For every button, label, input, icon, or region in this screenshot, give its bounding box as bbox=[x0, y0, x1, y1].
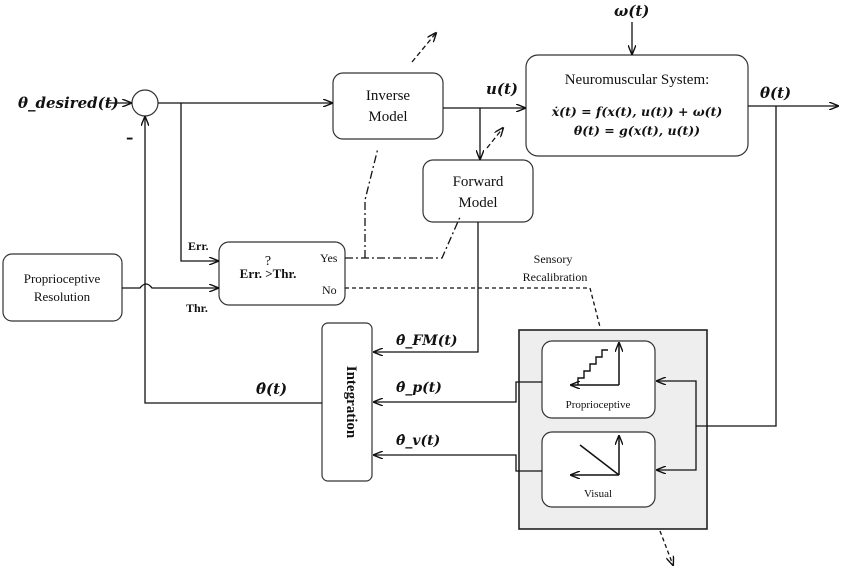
neuromuscular-system-block: Neuromuscular System: ẋ(t) = f(x(t), u(t… bbox=[525, 54, 749, 157]
proprioceptive-resolution-block: Proprioceptive Resolution bbox=[2, 253, 123, 322]
sensory-recalibration-label-1: Sensory bbox=[534, 252, 573, 266]
svg-text:Err. >Thr.: Err. >Thr. bbox=[240, 266, 297, 281]
svg-text:No: No bbox=[322, 283, 337, 297]
err-thr-comparator-block: ? Err. >Thr. Yes No bbox=[218, 241, 346, 306]
svg-text:Neuromuscular System:: Neuromuscular System: bbox=[565, 72, 710, 88]
sensory-recalibration-label-2: Recalibration bbox=[523, 270, 588, 284]
err-label: Err. bbox=[188, 239, 209, 253]
inverse-model-block: Inverse Model bbox=[332, 72, 444, 140]
theta-fm-label: θ̂_FM(t) bbox=[396, 333, 458, 349]
svg-text:Model: Model bbox=[458, 195, 497, 211]
connections bbox=[106, 22, 838, 565]
svg-text:θ(t) = g(x(t), u(t)): θ(t) = g(x(t), u(t)) bbox=[574, 123, 700, 138]
svg-text:Proprioceptive: Proprioceptive bbox=[566, 399, 631, 411]
comparator-circle bbox=[131, 89, 159, 117]
theta-hat-label: θ̂(t) bbox=[256, 380, 287, 398]
svg-text:Inverse: Inverse bbox=[366, 88, 410, 104]
svg-text:?: ? bbox=[265, 254, 271, 269]
theta-output-label: θ(t) bbox=[760, 84, 791, 102]
thr-label: Thr. bbox=[186, 301, 208, 315]
theta-desired-label: θ_desired(t) bbox=[18, 94, 119, 112]
visual-axes-icon bbox=[571, 436, 619, 475]
theta-p-label: θ̂_p(t) bbox=[396, 380, 442, 396]
svg-text:Visual: Visual bbox=[584, 488, 612, 500]
proprioceptive-sensor-block: Proprioceptive bbox=[541, 340, 656, 419]
svg-text:Integration: Integration bbox=[343, 366, 359, 439]
minus-sign: - bbox=[126, 124, 133, 149]
svg-text:Resolution: Resolution bbox=[34, 289, 91, 304]
svg-text:Proprioceptive: Proprioceptive bbox=[24, 271, 101, 286]
omega-label: ω(t) bbox=[614, 2, 649, 20]
svg-text:Forward: Forward bbox=[453, 174, 504, 190]
theta-v-label: θ̂_v(t) bbox=[396, 433, 440, 449]
svg-text:Model: Model bbox=[368, 109, 407, 125]
forward-model-block: Forward Model bbox=[422, 159, 534, 223]
visual-sensor-block: Visual bbox=[541, 431, 656, 508]
svg-text:Yes: Yes bbox=[320, 251, 338, 265]
staircase-icon bbox=[571, 343, 619, 385]
svg-text:ẋ(t) = f(x(t), u(t)) + ω(t): ẋ(t) = f(x(t), u(t)) + ω(t) bbox=[551, 104, 723, 119]
integration-block: Integration bbox=[321, 322, 373, 482]
u-label: u(t) bbox=[486, 80, 518, 98]
